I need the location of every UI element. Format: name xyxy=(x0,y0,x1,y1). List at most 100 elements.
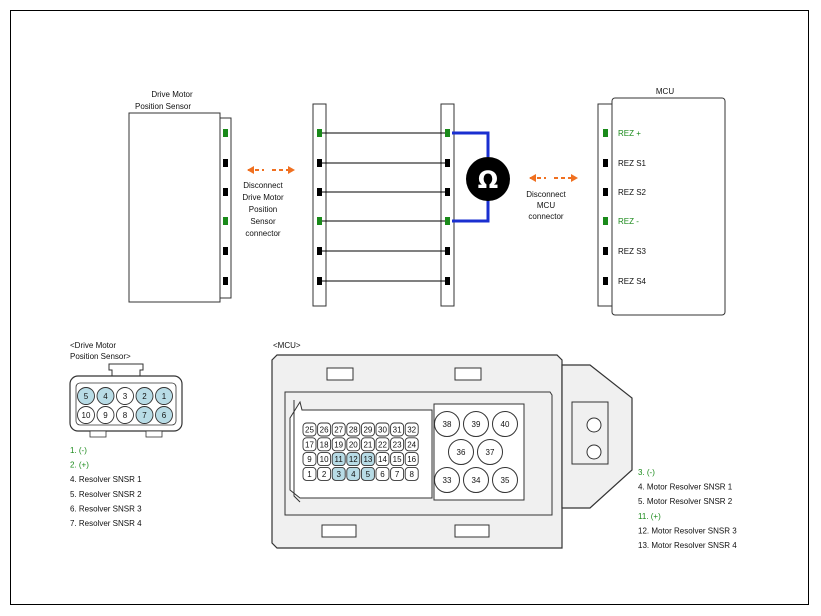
mcu-small-pin-number: 26 xyxy=(320,426,329,435)
mcu-large-pin-number: 40 xyxy=(501,420,510,429)
sensor-pin xyxy=(155,406,173,424)
sensor-strip-pin xyxy=(223,277,228,285)
mcu-small-pin-number: 2 xyxy=(322,470,327,479)
pin-list-item: 1. (-) xyxy=(70,446,87,455)
mcu-small-pin-number: 28 xyxy=(349,426,358,435)
harness-left-pin xyxy=(317,217,322,225)
mcu-large-pin-number: 35 xyxy=(501,476,510,485)
sensor-pin-number: 1 xyxy=(162,392,167,401)
mcu-small-pin xyxy=(404,452,419,467)
sensor-pin-list: 1. (-)2. (+)4. Resolver SNSR 15. Resolve… xyxy=(70,446,142,528)
mcu-small-pin xyxy=(375,422,390,437)
sensor-connector-title-line1: <Drive Motor xyxy=(70,341,116,350)
sensor-title-line1: Drive Motor xyxy=(151,90,193,99)
mcu-pin-label: REZ S1 xyxy=(618,159,647,168)
harness-left-strip xyxy=(312,103,327,307)
sensor-connector-title-line2: Position Sensor> xyxy=(70,352,131,361)
mcu-large-pin-number: 36 xyxy=(457,448,466,457)
ohmmeter-icon xyxy=(466,157,510,201)
harness-right-pin xyxy=(445,188,450,196)
sensor-pin xyxy=(116,406,134,424)
sensor-body xyxy=(128,112,221,303)
mcu-small-pin-number: 10 xyxy=(320,455,329,464)
mcu-strip-pin xyxy=(603,217,608,225)
mcu-small-pin-number: 17 xyxy=(305,440,314,449)
harness-right-pin xyxy=(445,247,450,255)
sensor-strip-pin xyxy=(223,159,228,167)
disconnect-sensor-line: connector xyxy=(245,229,280,238)
mcu-small-pin xyxy=(331,422,346,437)
mcu-strip-pin xyxy=(603,247,608,255)
mcu-small-pin-number: 15 xyxy=(393,455,402,464)
harness-right-pin xyxy=(445,159,450,167)
pin-list-item: 12. Motor Resolver SNSR 3 xyxy=(638,526,737,535)
mcu-small-pin-number: 27 xyxy=(334,426,343,435)
mcu-large-pin-number: 33 xyxy=(443,476,452,485)
mcu-small-pin xyxy=(360,466,375,481)
mcu-small-pin-number: 23 xyxy=(393,440,402,449)
mcu-pin-label: REZ + xyxy=(618,129,641,138)
mcu-small-pin-number: 20 xyxy=(349,440,358,449)
mcu-small-pin-number: 11 xyxy=(335,455,344,464)
disconnect-mcu-line: MCU xyxy=(537,201,555,210)
sensor-pin-number: 2 xyxy=(142,392,147,401)
mcu-small-pin-number: 9 xyxy=(307,455,312,464)
mcu-small-pin xyxy=(346,452,361,467)
sensor-pin xyxy=(135,406,154,424)
pin-list-item: 6. Resolver SNSR 3 xyxy=(70,504,142,513)
sensor-strip-pin xyxy=(223,129,228,137)
pin-list-item: 3. (-) xyxy=(638,468,655,477)
sensor-pin xyxy=(116,387,134,405)
mounting-hole-lower xyxy=(586,444,602,460)
ohmmeter: Ω xyxy=(452,131,510,223)
mcu-large-pin-number: 39 xyxy=(472,420,481,429)
pin-list-item: 4. Motor Resolver SNSR 1 xyxy=(638,483,733,492)
mcu-large-pin xyxy=(477,439,503,465)
harness-block xyxy=(312,103,455,307)
mcu-title: MCU xyxy=(656,87,674,96)
mcu-large-pin xyxy=(492,411,518,437)
mcu-large-pin xyxy=(492,467,518,493)
pin-list-item: 2. (+) xyxy=(70,461,89,470)
pin-list-item: 7. Resolver SNSR 4 xyxy=(70,519,142,528)
mcu-pin-label: REZ S3 xyxy=(618,247,647,256)
mcu-small-pin xyxy=(317,466,332,481)
mcu-small-pin xyxy=(317,452,332,467)
disconnect-sensor-line: Disconnect xyxy=(243,181,283,190)
mcu-small-pin-number: 32 xyxy=(407,426,416,435)
sensor-strip-pin xyxy=(223,247,228,255)
mcu-small-pin-number: 21 xyxy=(363,440,372,449)
mcu-large-pin-number: 37 xyxy=(486,448,495,457)
mcu-small-pin-number: 16 xyxy=(407,455,416,464)
disconnect-arrow-right xyxy=(529,174,578,182)
mcu-small-pin-number: 8 xyxy=(409,470,414,479)
ohm-symbol: Ω xyxy=(478,166,498,194)
mcu-pin-label: REZ - xyxy=(618,217,639,226)
mcu-small-pin-number: 18 xyxy=(320,440,329,449)
mcu-large-pin xyxy=(463,411,489,437)
mcu-pin-label: REZ S2 xyxy=(618,188,647,197)
sensor-pin xyxy=(77,387,95,405)
mcu-small-pin-number: 31 xyxy=(393,426,402,435)
mcu-small-pin-number: 14 xyxy=(378,455,387,464)
sensor-pin xyxy=(96,387,115,405)
disconnect-arrow-left xyxy=(247,166,295,174)
mcu-small-pin xyxy=(375,466,390,481)
harness-right-strip xyxy=(440,103,455,307)
mcu-small-pin xyxy=(346,437,361,452)
harness-left-pin xyxy=(317,247,322,255)
mcu-small-pin xyxy=(317,422,332,437)
sensor-pin xyxy=(135,387,154,405)
mcu-strip-pin xyxy=(603,188,608,196)
disconnect-mcu-line: Disconnect xyxy=(526,190,566,199)
mcu-small-pin xyxy=(346,422,361,437)
mounting-hole-upper xyxy=(586,417,602,433)
mcu-small-pin-number: 29 xyxy=(363,426,372,435)
sensor-pin-number: 7 xyxy=(142,411,147,420)
mcu-pin-list: 3. (-)4. Motor Resolver SNSR 15. Motor R… xyxy=(638,468,737,550)
